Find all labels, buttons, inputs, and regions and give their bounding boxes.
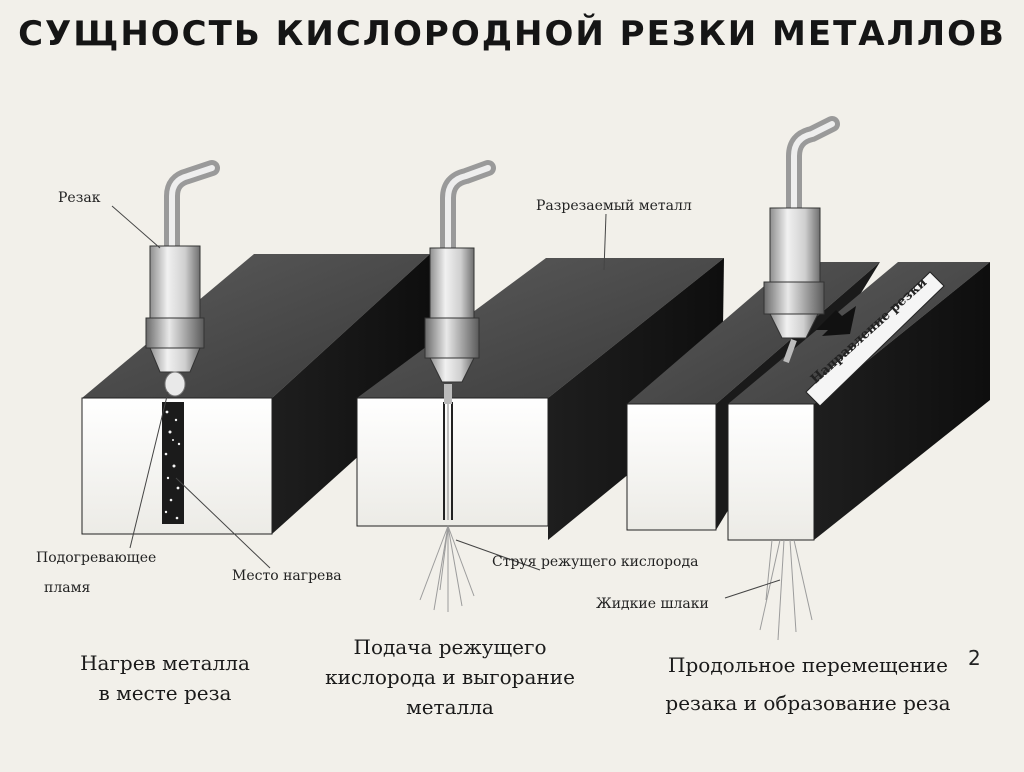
caption-step-1-line2: в месте реза xyxy=(98,681,232,705)
heat-zone-sparks xyxy=(164,410,181,520)
heat-spot-label: Место нагрева xyxy=(232,568,342,584)
torch-2 xyxy=(424,160,496,404)
metal-label: Разрезаемый металл xyxy=(536,198,692,214)
caption-step-2: Подача режущего кислорода и выгорание ме… xyxy=(300,632,600,722)
caption-step-3: Продольное перемещение резака и образова… xyxy=(628,650,988,718)
torch-1 xyxy=(145,160,220,397)
slag-stream-3 xyxy=(759,539,813,641)
spark-stream-2 xyxy=(419,525,475,612)
flame-label-line1: Подогревающее xyxy=(36,550,157,566)
torch-label: Резак xyxy=(58,190,101,206)
caption-step-3-line1: Продольное перемещение xyxy=(668,653,948,677)
caption-step-2-line3: металла xyxy=(406,695,494,719)
slag-label: Жидкие шлаки xyxy=(596,596,709,612)
caption-step-1: Нагрев металла в месте реза xyxy=(50,648,280,708)
caption-step-2-line1: Подача режущего xyxy=(353,635,547,659)
caption-step-1-line1: Нагрев металла xyxy=(80,651,250,675)
caption-step-3-line2: резака и образование реза xyxy=(665,691,951,715)
flame-label-line2: пламя xyxy=(44,580,91,596)
page-title: СУЩНОСТЬ КИСЛОРОДНОЙ РЕЗКИ МЕТАЛЛОВ xyxy=(18,14,1006,54)
slide-number: 2 xyxy=(968,646,981,670)
oxygen-jet-label: Струя режущего кислорода xyxy=(492,554,699,570)
torch-3 xyxy=(763,116,840,364)
leader-lines xyxy=(111,205,781,599)
direction-arrow xyxy=(805,271,945,407)
caption-step-2-line2: кислорода и выгорание xyxy=(325,665,575,689)
